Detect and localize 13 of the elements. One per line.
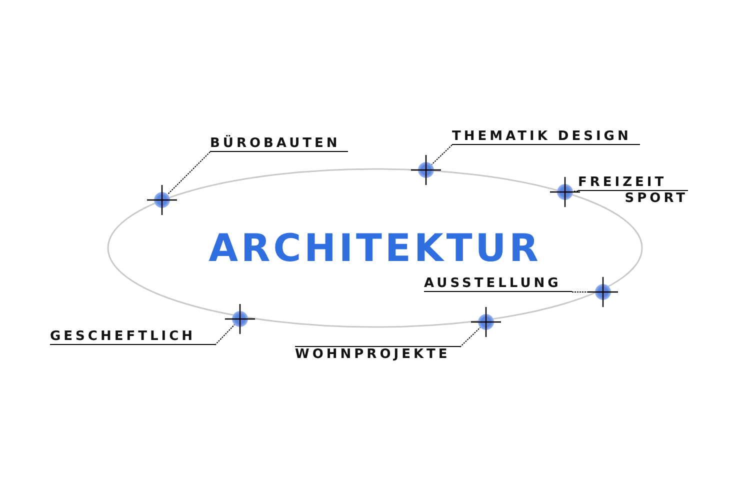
leader-line (460, 327, 481, 348)
leader-line (431, 144, 452, 165)
leader-line (167, 152, 210, 195)
label-text: FREIZEIT (578, 175, 688, 191)
label-text: THEMATIK DESIGN (452, 129, 640, 145)
leader-line (572, 190, 578, 192)
label-text: WOHNPROJEKTE (295, 346, 460, 362)
label-text: GESCHEFTLICH (50, 329, 215, 345)
label-text: BÜROBAUTEN (210, 136, 348, 152)
label-text: SPORT (624, 191, 688, 206)
leader-line (214, 324, 235, 346)
label-text: AUSSTELLUNG (424, 276, 572, 292)
heading-text: ARCHITEKTUR (208, 226, 542, 270)
